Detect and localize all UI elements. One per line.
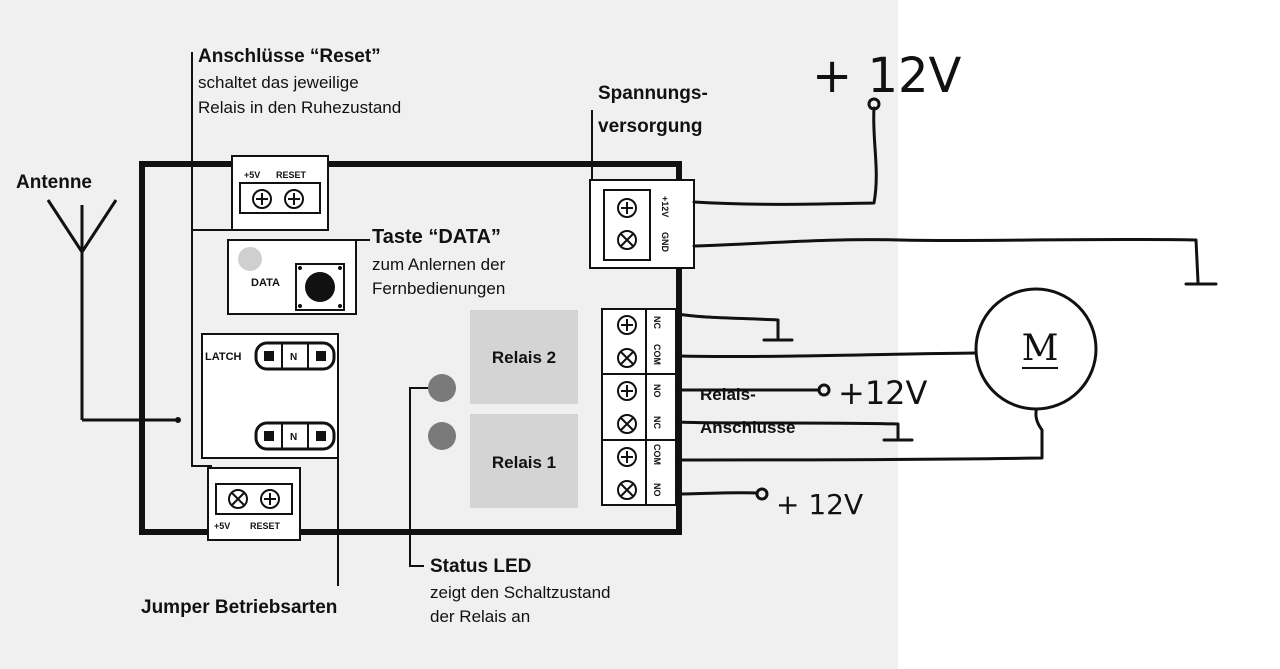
relay-terminal-block (601, 308, 677, 506)
reset-leader-line (191, 52, 212, 467)
relay2-pin-com: COM (652, 344, 662, 365)
reset-title: Anschlüsse “Reset” (198, 46, 381, 67)
relay-screw-icons (617, 315, 637, 500)
jumper-middle-label: N (290, 352, 297, 363)
relay1-pin-nc: NC (652, 416, 662, 429)
jumper-title: Jumper Betriebsarten (141, 597, 337, 618)
bottom-terminal-reset-label: RESET (250, 521, 281, 531)
handdrawn-wiring (676, 97, 1218, 501)
status-led-desc-line1: zeigt den Schaltzustand (430, 583, 611, 602)
top-terminal-5v-label: +5V (244, 170, 260, 180)
status-led-2 (428, 374, 456, 402)
power-terminal (589, 179, 695, 269)
reset-terminal-bottom (207, 467, 301, 541)
supply-voltage-handwritten: + 12V (812, 48, 962, 104)
relay-1-label: Relais 1 (492, 453, 556, 472)
relay1-pin-no: NO (652, 483, 662, 497)
latch-label: LATCH (205, 351, 242, 363)
status-led-desc-line2: der Relais an (430, 607, 530, 626)
bottom-terminal-5v-label: +5V (214, 521, 230, 531)
relay-terminals-line1: Relais- (700, 385, 756, 404)
antenna-icon (46, 199, 178, 422)
relay1-pin-com: COM (652, 444, 662, 465)
status-led-title: Status LED (430, 556, 531, 577)
reset-terminal-top (231, 155, 329, 231)
jumper-middle-label-lower: N (290, 432, 297, 443)
data-key-title: Taste “DATA” (372, 226, 501, 248)
data-led (238, 247, 262, 271)
data-button-label: DATA (251, 277, 280, 289)
relay2-pin-nc: NC (652, 316, 662, 329)
data-button-panel (227, 239, 357, 315)
data-key-desc-line1: zum Anlernen der (372, 255, 506, 274)
power-pin-gnd: GND (660, 232, 670, 253)
jumper-block (201, 333, 339, 459)
relay-2-label: Relais 2 (492, 348, 556, 367)
data-button (305, 272, 335, 302)
relay2-pin-no: NO (652, 384, 662, 398)
status-led-1 (428, 422, 456, 450)
power-pin-12v: +12V (660, 196, 670, 217)
power-title-line2: versorgung (598, 116, 703, 137)
diagram-background (0, 0, 898, 669)
relay1-no-voltage-handwritten: + 12V (776, 488, 863, 521)
relay-1-box (470, 414, 578, 508)
data-key-desc-line2: Fernbedienungen (372, 279, 505, 298)
antenna-label: Antenne (16, 172, 92, 193)
relay-terminals-line2: Anschlüsse (700, 418, 795, 437)
motor-label: M (1022, 328, 1059, 369)
reset-desc-line1: schaltet das jeweilige (198, 73, 359, 92)
power-title-line1: Spannungs- (598, 83, 708, 104)
motor-symbol (974, 287, 1098, 411)
relay2-no-voltage-handwritten: +12V (838, 374, 928, 412)
relay-2-box (470, 310, 578, 404)
top-terminal-reset-label: RESET (276, 170, 307, 180)
caption-crop-mask (420, 625, 620, 635)
status-led-leader-line (409, 387, 428, 567)
antenna-solder-point (175, 417, 181, 423)
reset-desc-line2: Relais in den Ruhezustand (198, 98, 401, 117)
